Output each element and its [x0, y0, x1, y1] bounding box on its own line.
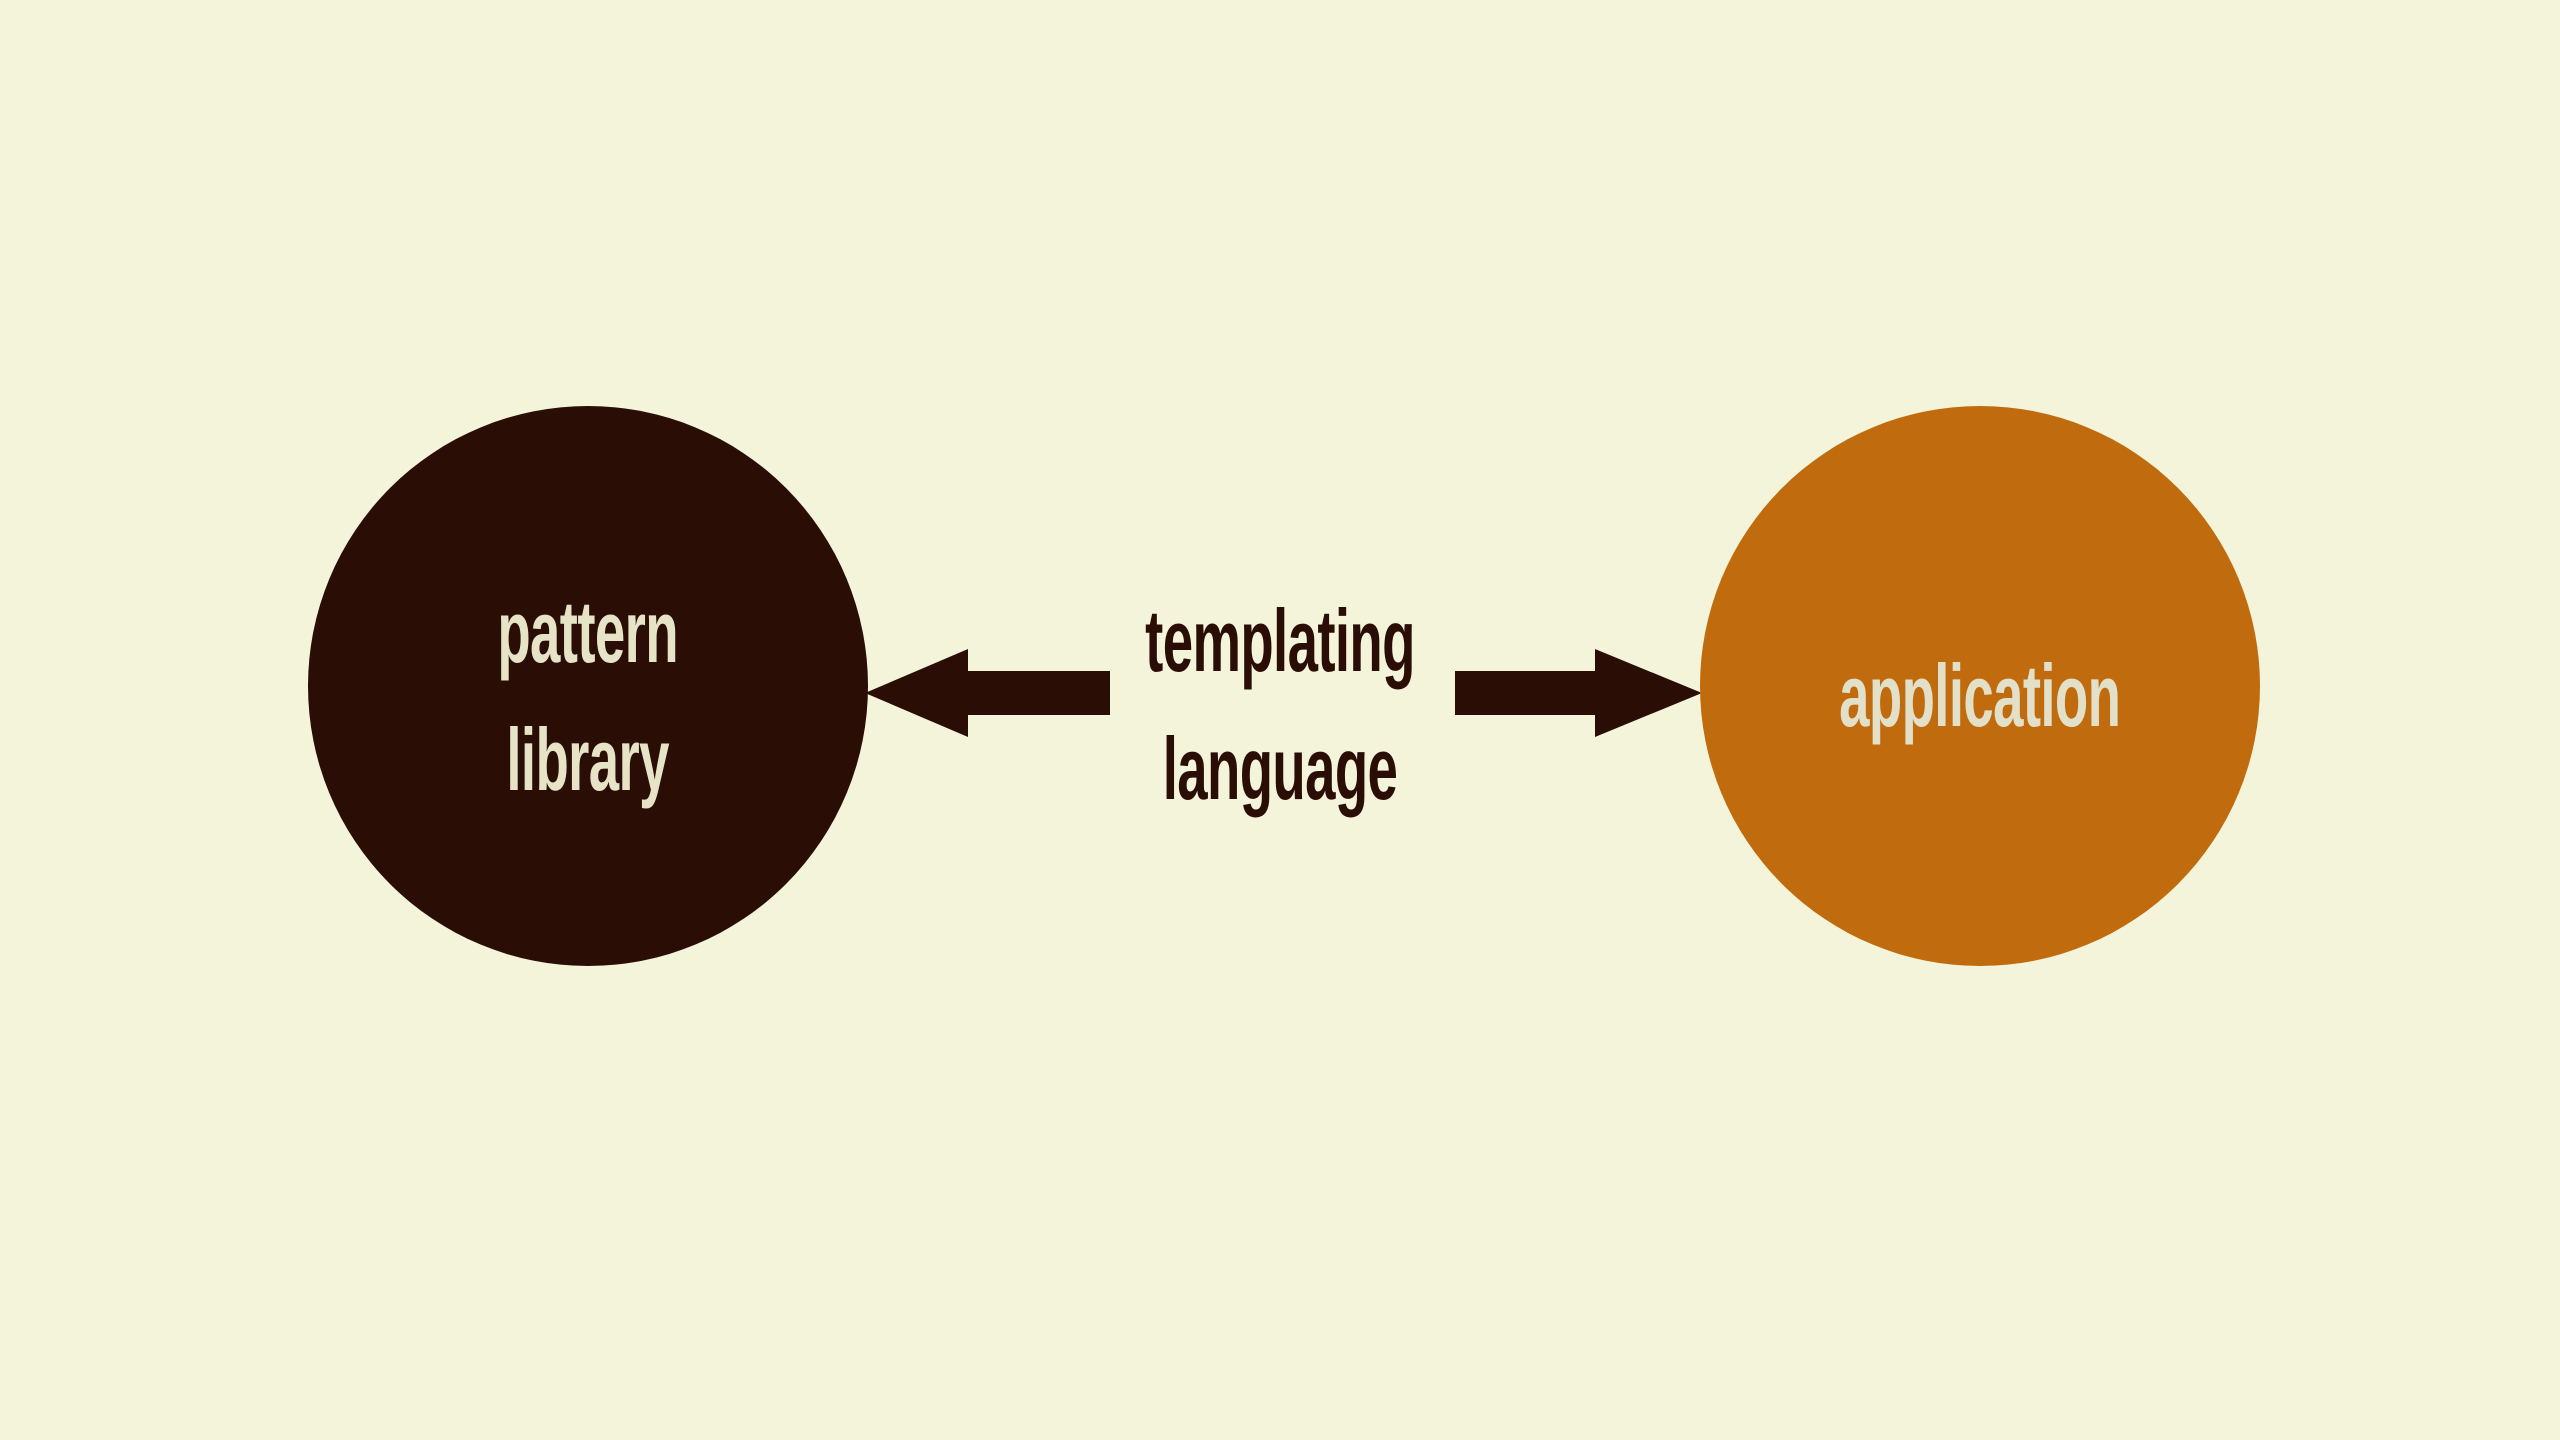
arrow-right-icon [1455, 649, 1702, 737]
arrow-left-shape [865, 649, 1110, 737]
application-label: application [1839, 632, 2121, 760]
pattern-library-label-line1: pattern [497, 582, 679, 681]
pattern-library-node: pattern library [308, 406, 868, 966]
arrow-left-icon [865, 649, 1110, 737]
application-label-line1: application [1839, 646, 2121, 745]
arrow-right-shape [1455, 649, 1702, 737]
connector-label: templating language [486, 577, 2073, 833]
application-node: application [1700, 406, 2260, 966]
pattern-library-label: pattern library [498, 568, 679, 824]
connector-label-line2: language [1162, 719, 1398, 818]
connector-label-line1: templating [1145, 591, 1415, 690]
pattern-library-label-line2: library [506, 710, 670, 809]
